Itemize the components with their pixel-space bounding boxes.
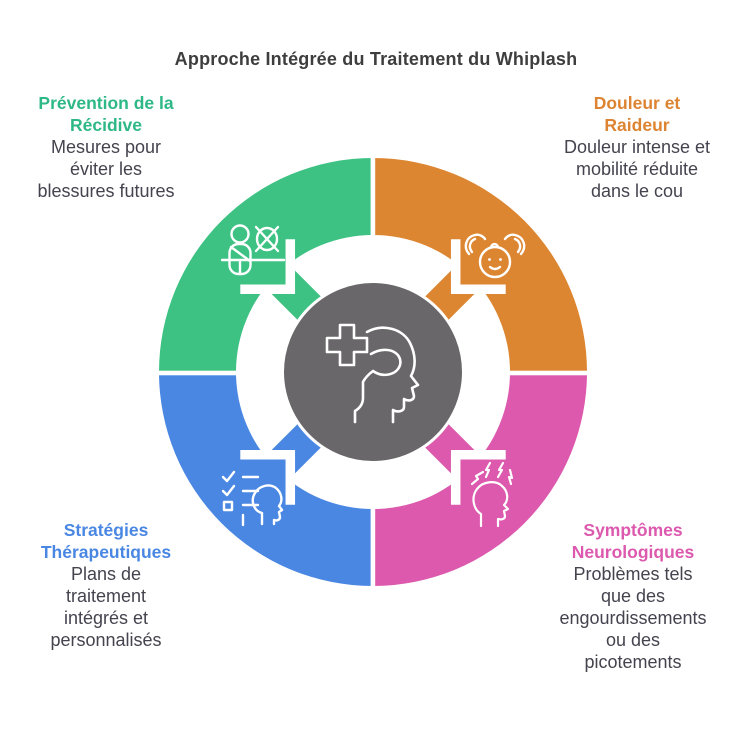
hands-cradling-head-icon bbox=[464, 233, 526, 279]
quadrant-arc-top-left bbox=[159, 158, 373, 372]
quadrant-heading: Prévention de la Récidive bbox=[38, 93, 174, 135]
quadrant-label-top-left: Prévention de la Récidive Mesures pour é… bbox=[2, 92, 210, 202]
diagram-title: Approche Intégrée du Traitement du Whipl… bbox=[174, 49, 578, 69]
quadrant-heading: Douleur et Raideur bbox=[593, 93, 681, 135]
quadrant-description: Plans de traitement intégrés et personna… bbox=[50, 564, 162, 650]
quadrant-heading: Stratégies Thérapeutiques bbox=[40, 520, 172, 562]
treatment-checklist-head-icon bbox=[221, 470, 284, 527]
quadrant-label-top-right: Douleur et Raideur Douleur intense et mo… bbox=[524, 92, 750, 202]
quadrant-description: Mesures pour éviter les blessures future… bbox=[37, 137, 175, 201]
arrow-notch-top-left bbox=[240, 239, 296, 295]
quadrant-arc-bottom-right bbox=[373, 372, 587, 586]
quadrant-label-bottom-left: Stratégies Thérapeutiques Plans de trait… bbox=[2, 519, 210, 651]
arrow-notch-bottom-left bbox=[240, 449, 296, 505]
quadrant-description: Problèmes tels que des engourdissements … bbox=[559, 564, 707, 672]
quadrant-description: Douleur intense et mobilité réduite dans… bbox=[563, 137, 711, 201]
arrow-notch-top-right bbox=[450, 239, 506, 295]
head-with-medical-cross-icon bbox=[325, 323, 420, 424]
head-lightning-icon bbox=[470, 461, 514, 528]
quadrant-label-bottom-right: Symptômes Neurologiques Problèmes tels q… bbox=[519, 519, 747, 673]
quadrant-heading: Symptômes Neurologiques bbox=[571, 520, 695, 562]
arrow-notch-bottom-right bbox=[450, 449, 506, 505]
quadrant-arc-bottom-left bbox=[159, 372, 373, 586]
seatbelt-person-icon bbox=[220, 224, 286, 276]
